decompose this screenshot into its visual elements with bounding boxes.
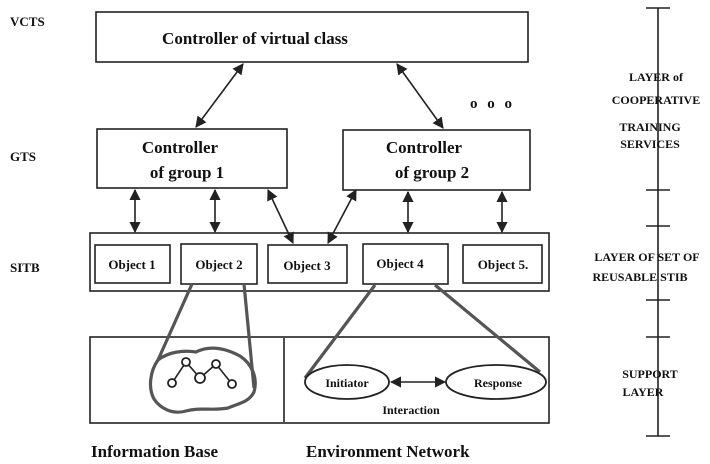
initiator-label: Initiator [325, 376, 369, 390]
information-base-blob [148, 346, 257, 414]
response-label: Response [474, 376, 523, 390]
layer-cooperative-line4: SERVICES [620, 137, 680, 151]
group-1-controller-box [96, 128, 288, 189]
object-5-label: Object 5. [478, 257, 529, 272]
object-5-box [462, 244, 543, 284]
object-2-label: Object 2 [195, 257, 242, 272]
object-4-box [362, 243, 449, 285]
layer-cooperative-line1: LAYER of [629, 70, 684, 84]
graph-node [167, 378, 177, 388]
link-object2-infobase-left [156, 283, 194, 361]
level-label-gts: GTS [10, 149, 36, 164]
arrow-vc-to-group2 [396, 63, 444, 129]
link-object4-response [433, 283, 542, 374]
initiator-node [304, 364, 390, 400]
link-object4-initiator [303, 284, 377, 379]
layer-cooperative-line2: COOPERATIVE [612, 93, 700, 107]
layer-support-line2: LAYER [623, 385, 664, 399]
group-1-controller-line1: Controller [142, 138, 219, 157]
interaction-label: Interaction [382, 403, 440, 417]
graph-node [211, 359, 221, 369]
arrow-group1-to-object3 [267, 188, 294, 245]
object-3-box [267, 244, 348, 284]
more-groups-ellipsis: o o o [470, 96, 515, 112]
object-2-box [180, 243, 258, 285]
virtual-class-controller-box [95, 11, 529, 63]
layer-reusable-line2: REUSABLE STIB [592, 270, 687, 284]
virtual-class-controller-label: Controller of virtual class [162, 29, 348, 48]
level-label-sitb: SITB [10, 260, 40, 275]
group-2-controller-box [342, 129, 531, 191]
layer-reusable-line1: LAYER OF SET OF [594, 250, 699, 264]
object-3-label: Object 3 [283, 258, 331, 273]
arrow-vc-to-group1 [195, 63, 244, 128]
layer-support-line1: SUPPORT [622, 367, 678, 381]
layer-cooperative-line3: TRAINING [619, 120, 680, 134]
group-2-controller-line1: Controller [386, 138, 463, 157]
object-1-box [94, 244, 171, 284]
object-1-label: Object 1 [108, 257, 155, 272]
graph-node [194, 372, 206, 384]
information-base-label: Information Base [91, 442, 218, 461]
arrow-group2-to-object3 [327, 189, 357, 244]
level-label-vcts: VCTS [10, 14, 45, 29]
graph-node [227, 379, 237, 389]
group-1-controller-line2: of group 1 [150, 163, 224, 182]
graph-node [181, 357, 191, 367]
object-4-label: Object 4 [376, 256, 424, 271]
environment-network-label: Environment Network [306, 442, 470, 461]
group-2-controller-line2: of group 2 [395, 163, 469, 182]
